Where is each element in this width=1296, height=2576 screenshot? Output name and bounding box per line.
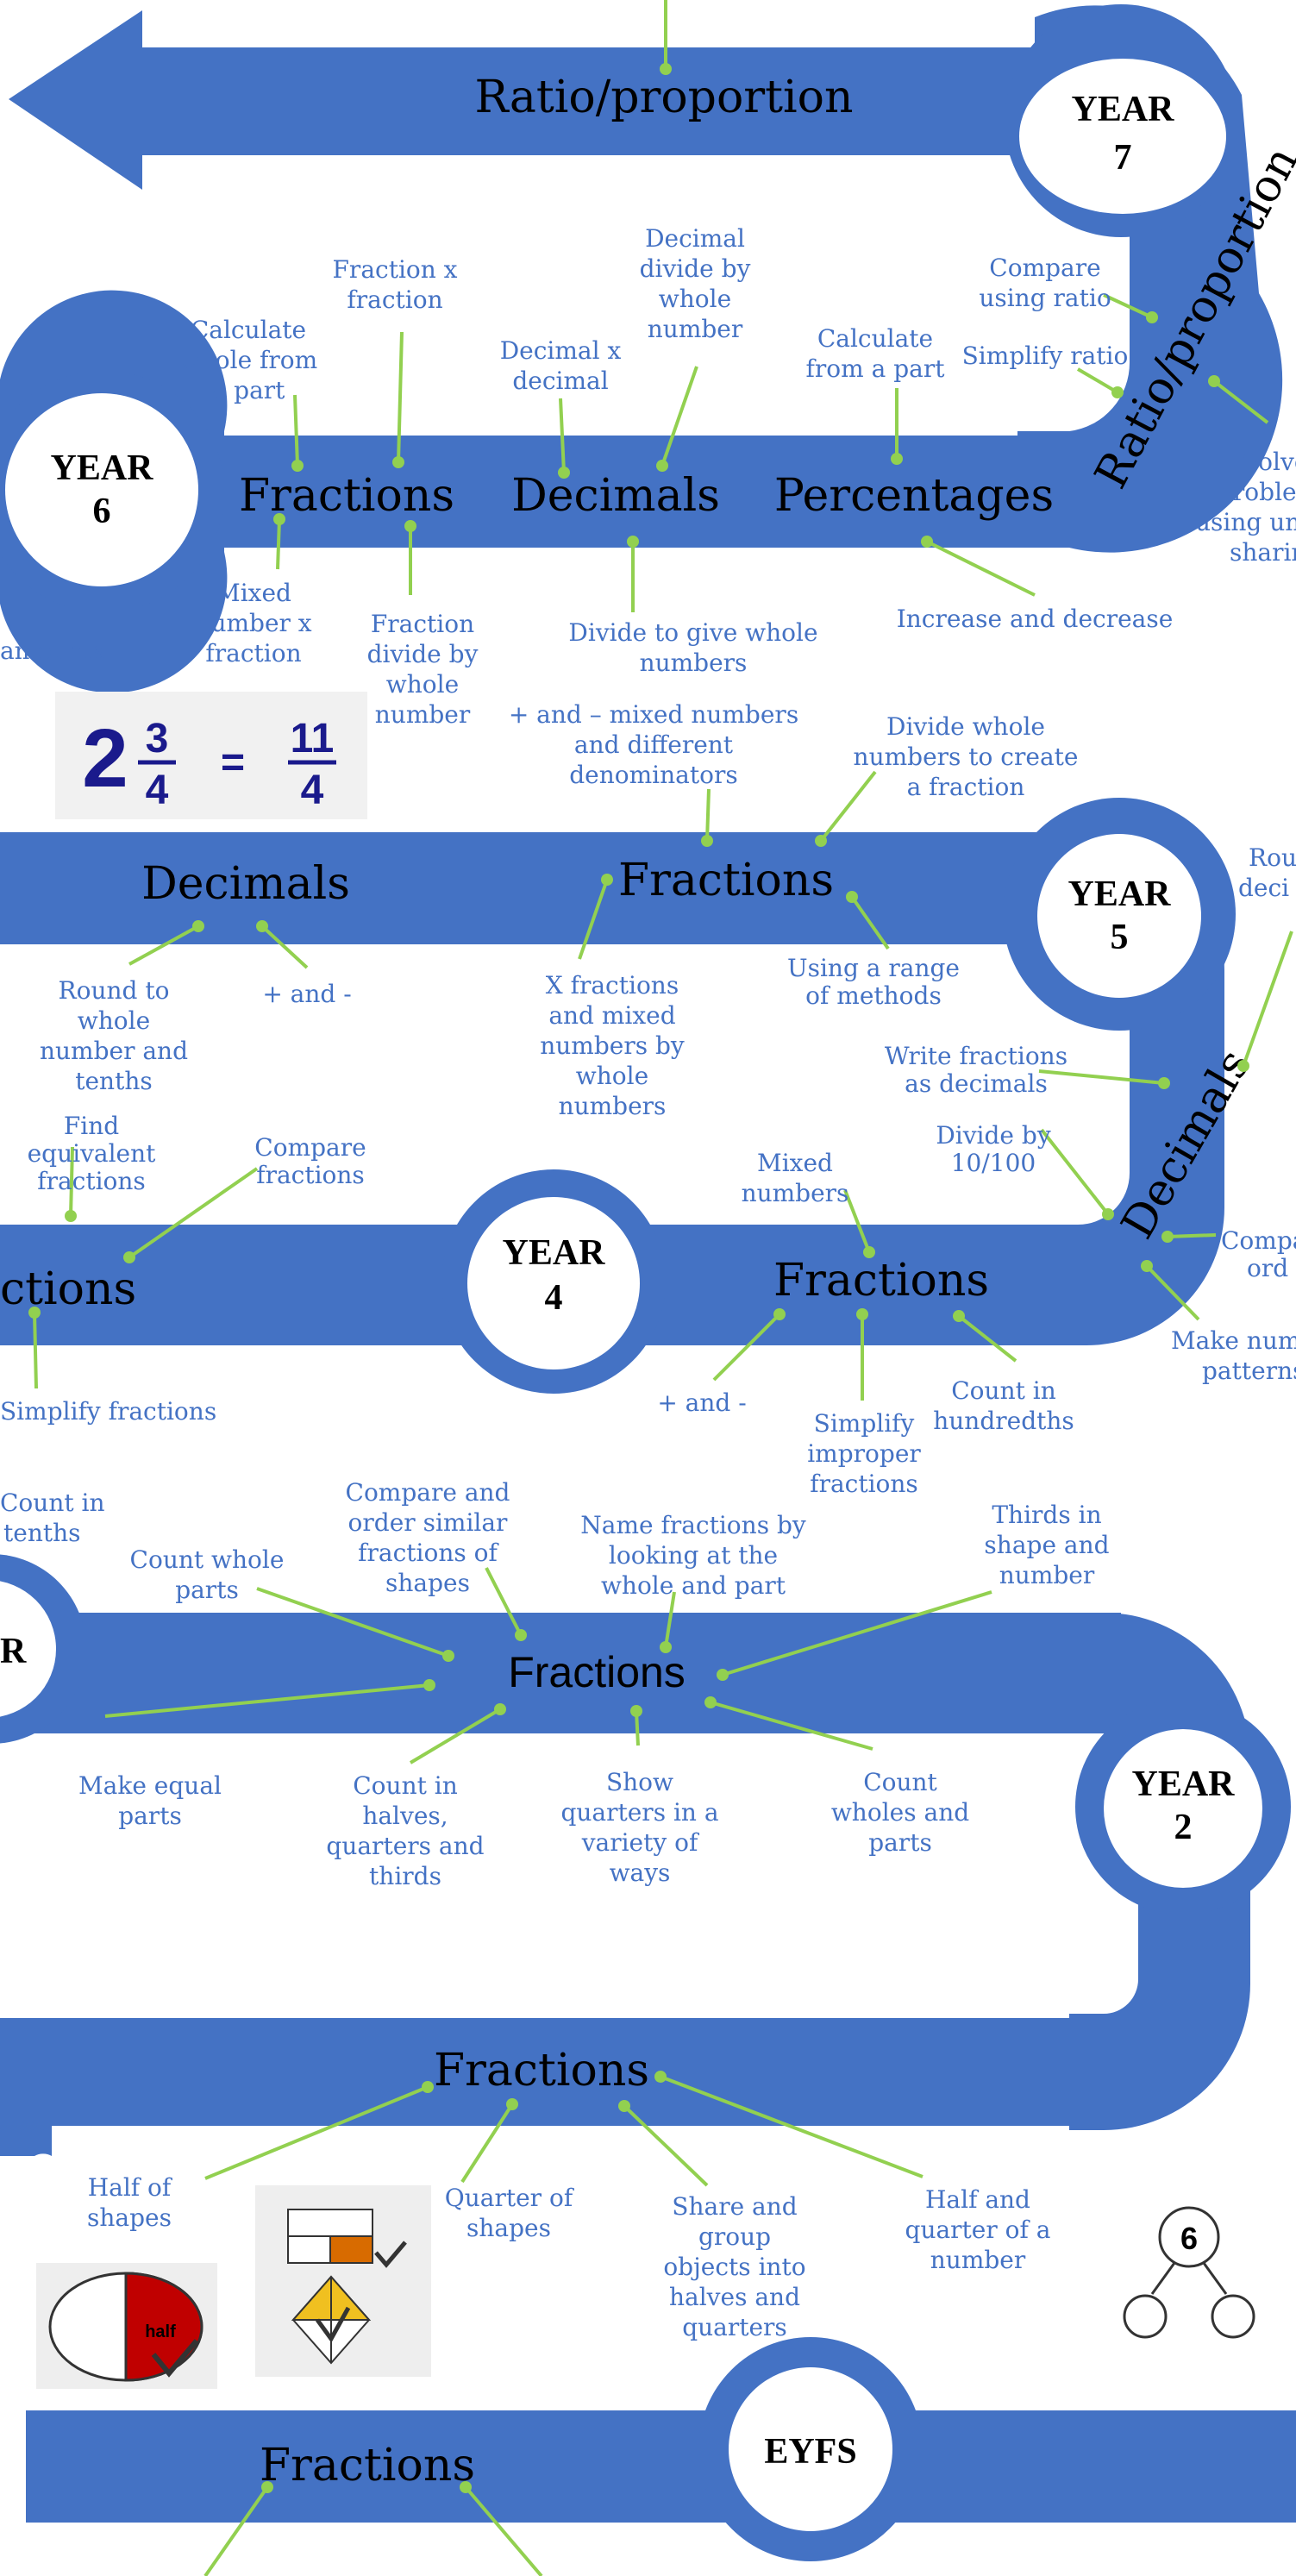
eyfs-circle [729,2367,892,2531]
year4-circle [467,1197,640,1369]
year1-left-curve [0,2126,52,2156]
y4-fractions-topic: Fractions [773,1255,989,1307]
y6-fractions-topic: Fractions [239,470,454,522]
eyfs-title: EYFS [764,2432,856,2472]
year2-number: 2 [1174,1808,1193,1847]
label-plus-minus-y4: + and - [657,1388,746,1417]
year5-road [0,832,1086,944]
year7-circle [1019,59,1226,214]
year-labels: YEAR 7 YEAR 6 YEAR 5 YEAR 4 YEAR 2 R EYF… [0,90,1235,2472]
y2-fractions-topic: Fractions [508,1648,686,1696]
label-plus-minus-y5: + and - [262,980,351,1008]
eyfs-fractions-topic: Fractions [260,2440,475,2491]
y4-left-topic: ctions [0,1263,136,1315]
year2-title: YEAR [1131,1764,1235,1804]
label-amounts: amounts [0,636,105,665]
y7-arrow-topic: Ratio/proportion [475,72,854,123]
y5-fractions-topic: Fractions [618,855,834,906]
y1-fractions-topic: Fractions [434,2045,649,2097]
year7-arrow-road [9,10,1069,190]
quarter-shape-image [255,2185,431,2377]
year7-title: YEAR [1071,90,1174,129]
year1-road [0,2018,1104,2126]
label-simplify-ratio: Simplify ratio [962,342,1129,370]
year6-number: 6 [93,492,111,531]
year2-circle [1104,1729,1262,1888]
label-make-number-patterns: Make numbpatterns [1171,1326,1296,1385]
svg-text:=: = [221,740,245,786]
year5-circle [1037,834,1201,998]
year2-road [0,1613,1121,1733]
svg-text:3: 3 [146,716,169,762]
leader-lines [28,0,1293,2576]
year6-circle [5,393,198,586]
year4-title: YEAR [502,1233,605,1273]
mixed-number-image: 2 3 4 = 11 4 [55,692,367,819]
eyfs-road [26,2410,1296,2523]
y5-decimals-topic: Decimals [141,858,350,910]
year5-number: 5 [1111,918,1129,957]
year-circles [0,4,1291,2561]
year1-title-partial: R [0,1632,27,1671]
svg-text:6: 6 [1180,2221,1198,2256]
y6-percentages-topic: Percentages [774,470,1054,522]
year5-title: YEAR [1067,874,1171,914]
label-increase-decrease: Increase and decrease [897,605,1174,633]
label-solve-problems: Solveproblemusing unesharin [1195,448,1296,567]
svg-text:4: 4 [146,768,169,813]
svg-text:11: 11 [291,716,335,762]
year1-circle [0,1581,56,1717]
part-whole-image: 6 [1123,2206,1255,2339]
svg-text:4: 4 [301,768,324,813]
svg-text:2: 2 [82,712,128,805]
svg-text:half: half [145,2322,176,2341]
label-compare-order: Comparord [1221,1226,1296,1282]
y6-decimals-topic: Decimals [511,470,720,522]
year4-number: 4 [545,1278,563,1318]
label-simplify-fractions: Simplify fractions [0,1397,216,1426]
half-shape-image: half [36,2263,217,2389]
year7-number: 7 [1114,138,1132,178]
year6-title: YEAR [50,448,153,488]
